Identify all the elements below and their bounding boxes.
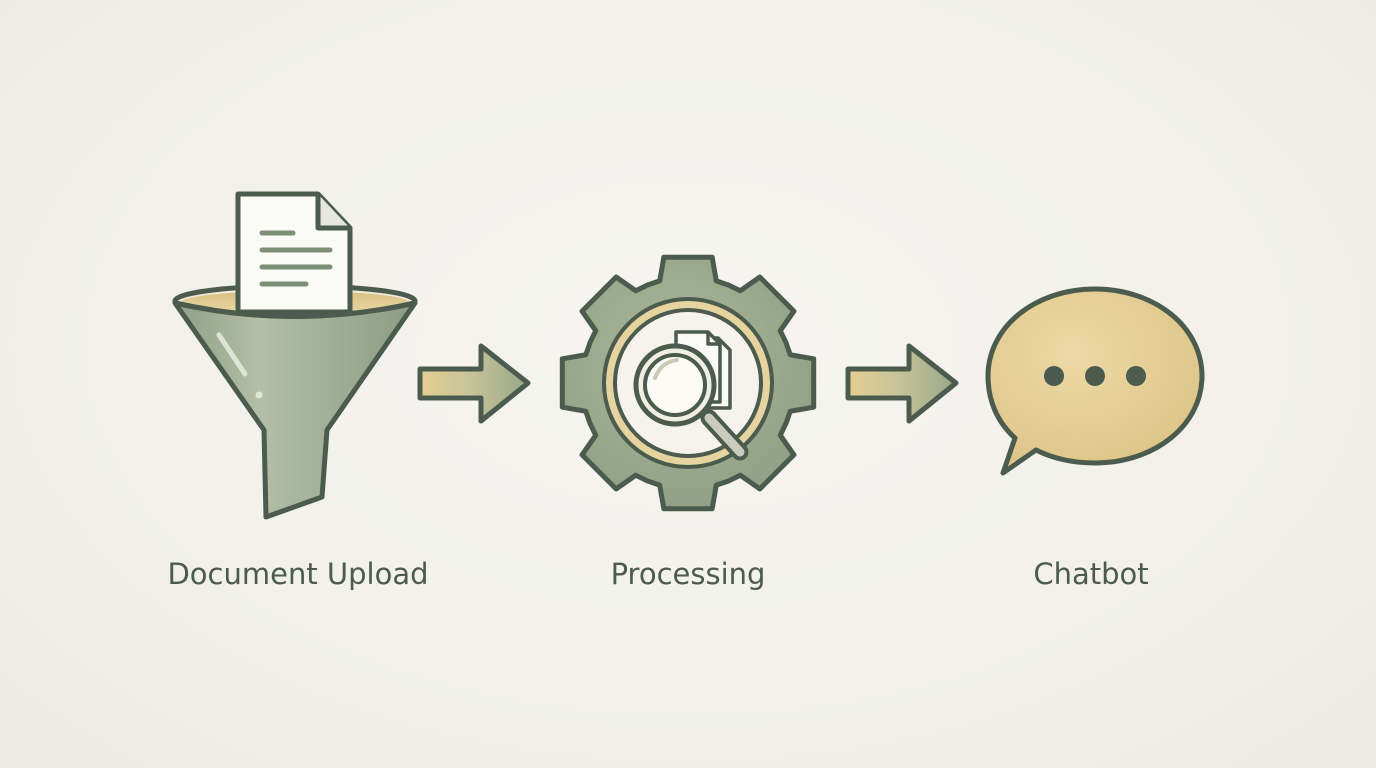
document-icon [235, 191, 353, 315]
step-label-chatbot: Chatbot [1033, 557, 1149, 591]
funnel-document-icon [172, 191, 418, 520]
arrow-right-icon [845, 343, 959, 424]
gear-magnifier-icon [559, 254, 817, 512]
arrow-right-icon [417, 343, 531, 424]
step-label-document-upload: Document Upload [167, 557, 429, 591]
step-label-processing: Processing [610, 557, 766, 591]
speech-bubble-icon [985, 286, 1205, 476]
ellipsis-icon [1044, 366, 1146, 386]
magnifier-icon [633, 343, 749, 461]
